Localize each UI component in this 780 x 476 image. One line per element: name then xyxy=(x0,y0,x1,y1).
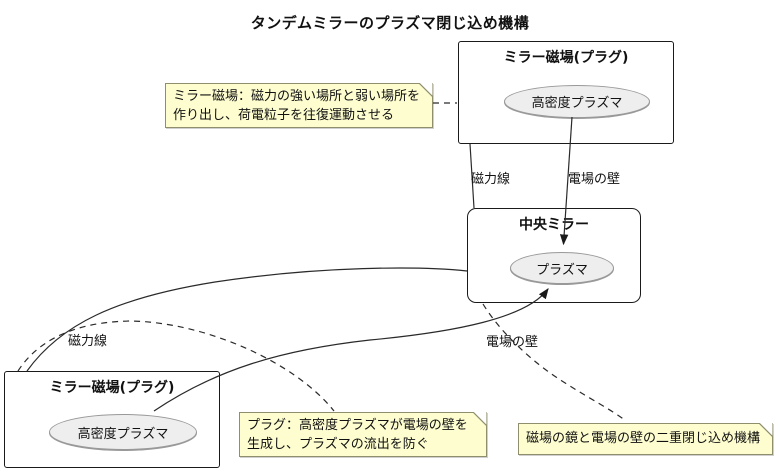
node-plug-bottom-plasma-ellipse: 高密度プラズマ xyxy=(49,414,197,450)
edge-label-magnetic-line-bottom: 磁力線 xyxy=(68,334,108,349)
note-fold-icon xyxy=(473,412,487,426)
node-plug-bottom: ミラー磁場(プラグ) 高密度プラズマ xyxy=(4,371,220,468)
note-fold-icon xyxy=(759,423,773,437)
note-plug: プラグ：高密度プラズマが電場の壁を 生成し、プラズマの流出を防ぐ xyxy=(239,412,487,457)
node-central-mirror-plasma-ellipse: プラズマ xyxy=(510,252,614,284)
diagram-title: タンデムミラーのプラズマ閉じ込め機構 xyxy=(250,14,530,32)
connector-double-note xyxy=(482,303,627,422)
node-plug-top: ミラー磁場(プラグ) 高密度プラズマ xyxy=(458,41,674,144)
node-central-mirror-title: 中央ミラー xyxy=(519,217,589,233)
note-fold-icon xyxy=(419,83,433,97)
note-double-confinement-line1: 磁場の鏡と電場の壁の二重閉じ込め機構 xyxy=(526,431,761,446)
note-plug-line1: プラグ：高密度プラズマが電場の壁を xyxy=(247,418,468,433)
edge-label-electric-wall-bottom: 電場の壁 xyxy=(486,335,539,350)
edge-label-magnetic-line-top: 磁力線 xyxy=(471,172,511,187)
node-plug-top-title: ミラー磁場(プラグ) xyxy=(503,50,629,66)
edge-magnetic-line-bottom xyxy=(26,267,468,372)
edge-label-electric-wall-top: 電場の壁 xyxy=(568,172,621,187)
note-mirror-field-line2: 作り出し、荷電粒子を往復運動させる xyxy=(173,108,395,123)
note-plug-line2: 生成し、プラズマの流出を防ぐ xyxy=(247,437,429,452)
node-central-mirror: 中央ミラー プラズマ xyxy=(467,208,641,303)
node-plug-top-plasma-ellipse: 高密度プラズマ xyxy=(504,85,650,118)
note-double-confinement: 磁場の鏡と電場の壁の二重閉じ込め機構 xyxy=(518,423,773,455)
note-mirror-field: ミラー磁場：磁力の強い場所と弱い場所を 作り出し、荷電粒子を往復運動させる xyxy=(165,83,433,128)
note-mirror-field-line1: ミラー磁場：磁力の強い場所と弱い場所を xyxy=(173,89,421,104)
node-plug-bottom-title: ミラー磁場(プラグ) xyxy=(49,380,175,396)
